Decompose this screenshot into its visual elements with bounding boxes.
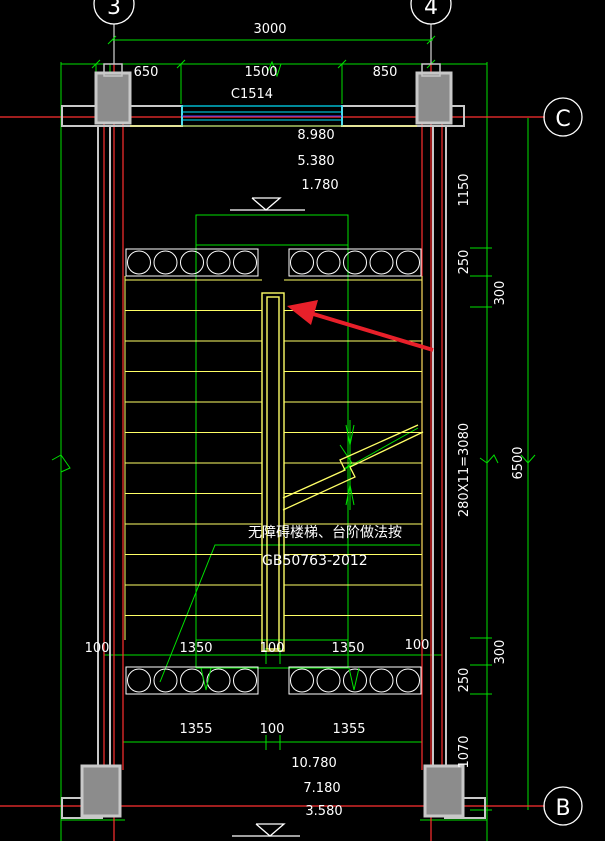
level-bottom-1: 10.780 (291, 756, 337, 771)
dim-right-250-bottom: 250 (457, 668, 472, 693)
axis-bubble-3: 3 (93, 0, 135, 25)
level-bottom-3: 3.580 (305, 804, 342, 819)
baluster-circle (343, 668, 367, 693)
stair-treads (124, 276, 423, 640)
cut-line (282, 424, 424, 511)
window-tag: C1514 (231, 87, 273, 102)
dim-bottom-gap: 100 (260, 641, 285, 656)
baluster-circle (180, 668, 204, 693)
level-top-2: 5.380 (297, 154, 334, 169)
baluster-circle (290, 668, 314, 693)
section-marks (200, 420, 360, 691)
baluster-circle (153, 668, 178, 693)
axis-label-4: 4 (424, 0, 438, 20)
level-top-3: 1.780 (301, 178, 338, 193)
balusters (125, 248, 422, 695)
dim-bottom-run-left: 1350 (179, 641, 212, 656)
baluster-circle (396, 250, 420, 275)
baluster-circle (316, 668, 341, 693)
pointer-arrow (287, 300, 434, 352)
baluster-circle (127, 668, 151, 693)
columns (80, 71, 465, 818)
level-marker-bottom (232, 823, 300, 837)
note-line-2: GB50763-2012 (262, 553, 368, 569)
baluster-circle (180, 250, 204, 275)
axis-label-B: B (555, 796, 570, 821)
axis-bubble-4: 4 (410, 0, 452, 25)
dim-right-300-top: 300 (493, 281, 508, 306)
baluster-circle (369, 250, 394, 275)
axis-label-3: 3 (107, 0, 121, 20)
baluster-circle (316, 250, 341, 275)
dim-right-overall: 6500 (511, 446, 526, 479)
level-marker-top (230, 197, 305, 211)
baluster-circle (233, 668, 257, 693)
dim-top-left: 650 (134, 65, 159, 80)
level-top-1: 8.980 (297, 128, 334, 143)
dim-bottom-wall-right: 100 (405, 638, 430, 653)
baluster-circle (233, 250, 257, 275)
dim-top-middle: 1500 (244, 65, 277, 80)
baluster-circle (206, 668, 231, 693)
dim-overall-width: 3000 (253, 22, 286, 37)
level-bottom-2: 7.180 (303, 781, 340, 796)
baluster-circle (127, 250, 151, 275)
baluster-row (288, 248, 422, 277)
baluster-circle (369, 668, 394, 693)
baluster-circle (290, 250, 314, 275)
axis-bubble-C: C (543, 97, 583, 137)
dim-right-300-bottom: 300 (493, 640, 508, 665)
baluster-row (125, 666, 259, 695)
dim-right-1150: 1150 (457, 173, 472, 206)
dim-bottom2-gap: 100 (260, 722, 285, 737)
dim-bottom-wall-left: 100 (85, 641, 110, 656)
baluster-circle (343, 250, 367, 275)
note-line-1: 无障碍楼梯、台阶做法按 (248, 525, 402, 541)
baluster-circle (153, 250, 178, 275)
dim-right-250-top: 250 (457, 250, 472, 275)
dim-bottom2-run-right: 1355 (332, 722, 365, 737)
baluster-row (125, 248, 259, 277)
axis-bubble-B: B (543, 786, 583, 826)
axis-lines (0, 64, 545, 841)
window-c1514 (130, 105, 417, 127)
column-hatch (103, 63, 441, 77)
dim-bottom2-run-left: 1355 (179, 722, 212, 737)
dim-bottom-run-right: 1350 (331, 641, 364, 656)
dim-right-flight: 280X11=3080 (457, 423, 472, 517)
baluster-circle (206, 250, 231, 275)
baluster-row (288, 666, 422, 695)
dim-right-1070: 1070 (457, 735, 472, 768)
central-handrail (261, 292, 285, 652)
baluster-circle (396, 668, 420, 693)
dim-top-right: 850 (373, 65, 398, 80)
axis-label-C: C (555, 107, 570, 132)
